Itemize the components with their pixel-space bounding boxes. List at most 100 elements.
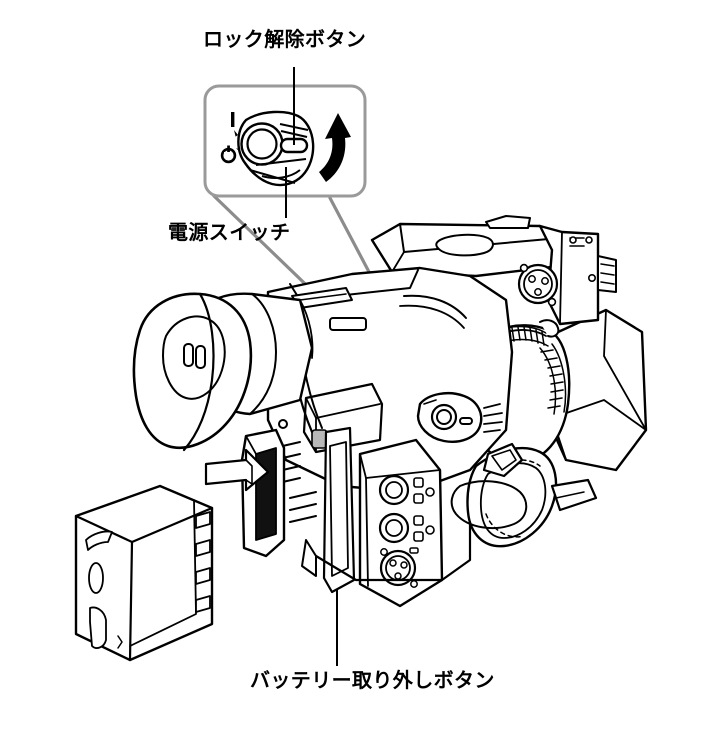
panel-switch-4 bbox=[413, 531, 424, 542]
xlr-screw-top bbox=[519, 263, 529, 273]
strap-stitch-bottom bbox=[485, 513, 525, 538]
xlr-pin-1 bbox=[528, 275, 536, 283]
insert-arrow-3d-edge bbox=[245, 459, 253, 485]
rear-xlr-pin-1 bbox=[389, 559, 397, 567]
switch-dial-facet-3 bbox=[255, 158, 307, 166]
lens-ring-tab bbox=[539, 319, 560, 338]
panel-switch-3 bbox=[413, 515, 424, 526]
label-lock-release: ロック解除ボタン bbox=[203, 27, 367, 51]
battery-notch-2 bbox=[195, 539, 211, 557]
strap-buckle bbox=[482, 442, 524, 478]
grip-pad bbox=[450, 480, 528, 530]
eyecup-fold bbox=[182, 292, 215, 452]
on-mark-tick-icon bbox=[234, 130, 238, 137]
battery-notch-4 bbox=[195, 595, 211, 613]
audio-dial-1-inner bbox=[385, 481, 403, 499]
battery-slot-crease bbox=[245, 435, 257, 455]
lens-hood-edge-3 bbox=[551, 399, 647, 431]
bottom-plate-edge bbox=[314, 518, 472, 582]
bottom-foot bbox=[301, 539, 317, 577]
panel-small-port bbox=[409, 547, 419, 554]
connector-panel-edge bbox=[365, 477, 369, 587]
rear-xlr-pin-3 bbox=[394, 572, 402, 580]
power-switch-detail-inset bbox=[203, 84, 367, 198]
focus-ring-side-arc-2 bbox=[539, 347, 557, 415]
battery-notch-1 bbox=[195, 511, 211, 529]
panel-switch-1 bbox=[413, 477, 424, 488]
rear-xlr-pin-2 bbox=[400, 561, 408, 569]
handle-riser-screw-3 bbox=[587, 273, 596, 282]
body-top-slider-line bbox=[299, 293, 347, 301]
power-switch-side-ribs bbox=[483, 403, 503, 433]
rear-xlr-screw-1 bbox=[380, 548, 388, 556]
panel-switch-2 bbox=[413, 493, 424, 504]
battery-pack bbox=[74, 484, 214, 662]
power-switch-mark bbox=[423, 399, 437, 405]
rear-vents-2 bbox=[289, 491, 317, 523]
power-switch-dial-inner bbox=[436, 409, 452, 425]
body-top-right-curve bbox=[403, 294, 467, 319]
switch-dial-skirt bbox=[261, 169, 301, 179]
panel-screw-2 bbox=[425, 525, 435, 535]
focus-ring-ribs-side bbox=[540, 349, 564, 409]
eyecup-slot-1 bbox=[183, 343, 194, 367]
battery-vertical-edge bbox=[128, 540, 134, 662]
eyecup-inner-ring bbox=[162, 315, 226, 400]
rear-vents bbox=[273, 441, 301, 485]
viewfinder-eyecup bbox=[132, 292, 253, 452]
xlr-pin-2 bbox=[541, 277, 549, 285]
handle-front-edge bbox=[371, 239, 393, 273]
xlr-screw-bottom bbox=[547, 297, 557, 307]
viewfinder-barrel-crease bbox=[249, 293, 277, 415]
switch-position-marks bbox=[220, 112, 242, 164]
rotation-arrow-icon bbox=[319, 113, 351, 182]
handle-riser-edge bbox=[559, 231, 563, 325]
top-carry-handle bbox=[370, 215, 617, 326]
audio-dial-2-inner bbox=[385, 519, 403, 537]
handle-side-connector-ribs bbox=[600, 263, 615, 285]
eyecup-slot-2 bbox=[195, 345, 206, 369]
hand-grip-strap bbox=[450, 442, 598, 548]
body-top-button bbox=[329, 317, 367, 331]
switch-dial-facet-4 bbox=[249, 169, 296, 184]
handle-riser-screw-1 bbox=[569, 236, 577, 244]
label-battery-release: バッテリー取り外しボタン bbox=[250, 668, 495, 692]
battery-face-oval-1 bbox=[88, 562, 104, 594]
handle-riser-screw-2 bbox=[585, 236, 593, 244]
camcorder bbox=[74, 215, 648, 662]
rear-xlr-screw-2 bbox=[410, 580, 418, 588]
focus-ring-side-arc-1 bbox=[551, 343, 567, 413]
battery-face-mark bbox=[117, 635, 123, 649]
strap-tail bbox=[550, 478, 598, 512]
battery-right-face-crease bbox=[129, 499, 197, 647]
handle-crease-2 bbox=[391, 251, 405, 273]
lens-hood bbox=[546, 308, 648, 472]
battery-body bbox=[74, 484, 214, 662]
battery-notch-3 bbox=[195, 567, 211, 585]
battery-face-oval-2 bbox=[89, 606, 107, 649]
viewfinder-barrel-right-edge bbox=[299, 299, 314, 359]
strap-tail-line bbox=[555, 491, 585, 499]
body-rear-screw bbox=[278, 419, 288, 429]
strap-buckle-inner bbox=[491, 449, 517, 471]
on-mark-icon bbox=[231, 112, 235, 127]
battery-face-chamfer bbox=[85, 530, 113, 551]
camera-lock-release-button bbox=[459, 417, 473, 425]
battery-insert-arrow bbox=[204, 448, 270, 492]
xlr-pin-3 bbox=[534, 288, 542, 296]
body-top-crease bbox=[289, 269, 419, 301]
handle-accessory-shoe-ring bbox=[435, 233, 494, 257]
switch-dial-ring-inner bbox=[246, 128, 278, 160]
battery-door-inner bbox=[329, 441, 349, 577]
strap-loop-inner bbox=[479, 462, 547, 539]
rotation-arrow-shape bbox=[319, 113, 351, 182]
body-top-right-curve-2 bbox=[399, 304, 465, 329]
rear-connector-panel bbox=[358, 438, 444, 608]
label-power-switch: 電源スイッチ bbox=[168, 220, 291, 244]
lens-hood-edge-2 bbox=[603, 309, 647, 431]
camera-power-switch bbox=[416, 392, 503, 443]
panel-screw-1 bbox=[425, 487, 435, 497]
standby-mark-icon bbox=[220, 145, 237, 164]
